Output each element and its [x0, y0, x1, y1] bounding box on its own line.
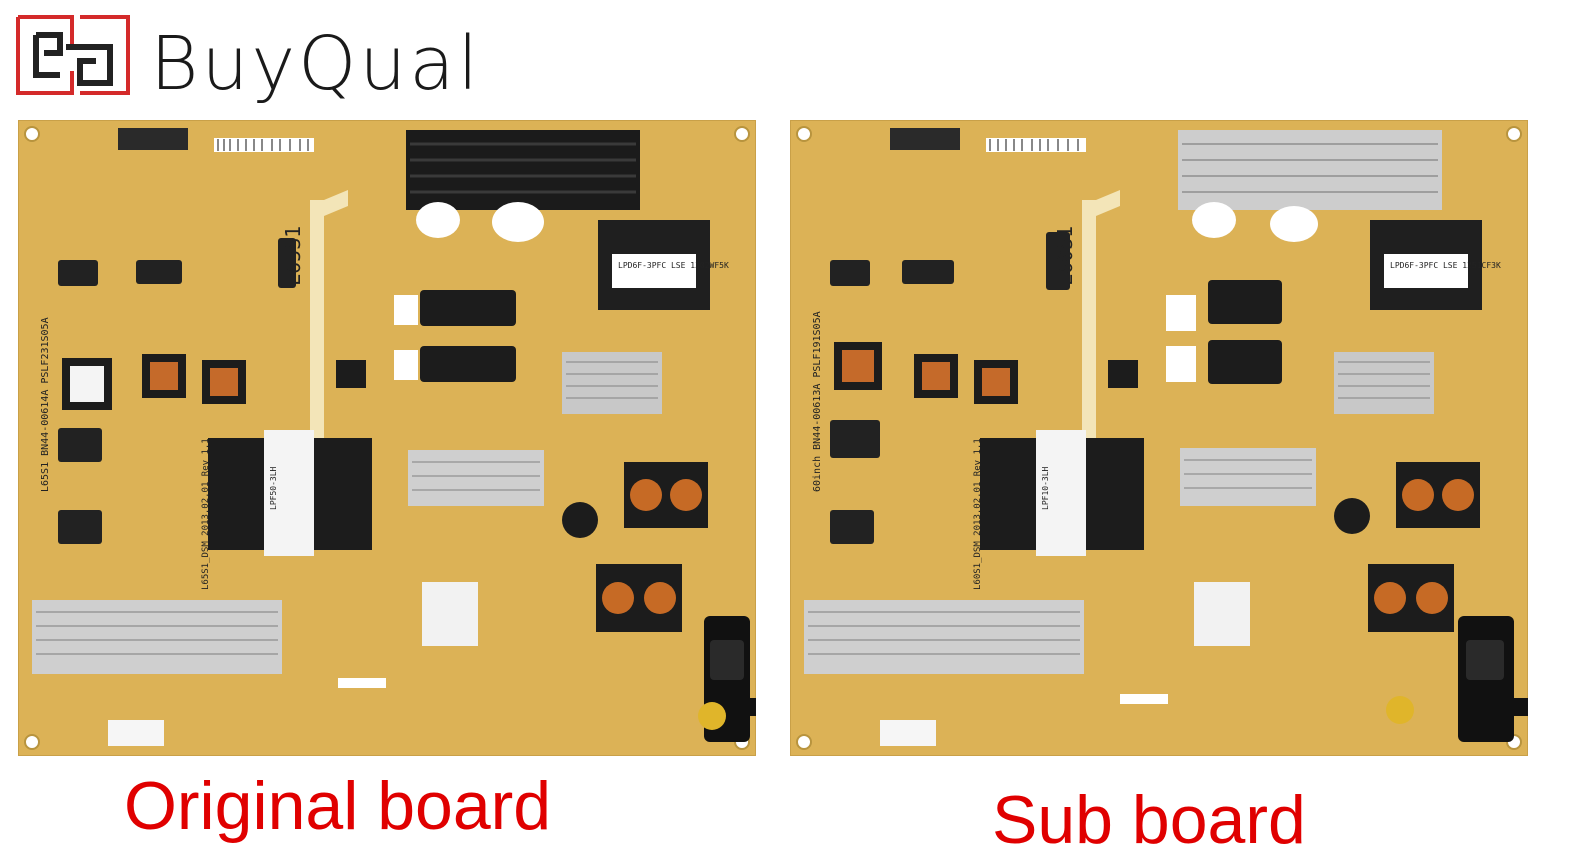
transformer-label-right: LPF10-3LH	[1041, 466, 1050, 510]
pfc-label-left: LPD6F-3PFC LSE 1302WF5K	[618, 261, 729, 270]
original-board-photo: LPD6F-3PFC LSE 1302WF5K LPF50-3LH	[18, 120, 756, 756]
model-label-left: L65S1	[281, 226, 305, 286]
transformer-label-left: LPF50-3LH	[269, 466, 278, 510]
brand-logo: BuyQual	[10, 5, 510, 105]
part-number-right: 60inch BN44-00613A PSLF191S05A	[812, 311, 823, 492]
sub-board-photo: LPD6F-3PFC LSE 1251CF3K LPF10-3LH	[790, 120, 1528, 756]
board-id-left: L65S1_DSM 2013.02.01 Rev 1.1	[201, 438, 211, 590]
logo-mark-icon	[16, 15, 130, 95]
board-id-right: L60S1_DSM 2013.02.01 Rev 1.1	[973, 438, 983, 590]
brand-name: BuyQual	[150, 21, 482, 107]
part-number-left: L65S1 BN44-00614A PSLF231S05A	[40, 317, 51, 492]
caption-sub-board: Sub board	[992, 782, 1306, 858]
caption-original-board: Original board	[124, 768, 552, 844]
pfc-label-right: LPD6F-3PFC LSE 1251CF3K	[1390, 261, 1501, 270]
model-label-right: L60S1	[1053, 226, 1077, 286]
